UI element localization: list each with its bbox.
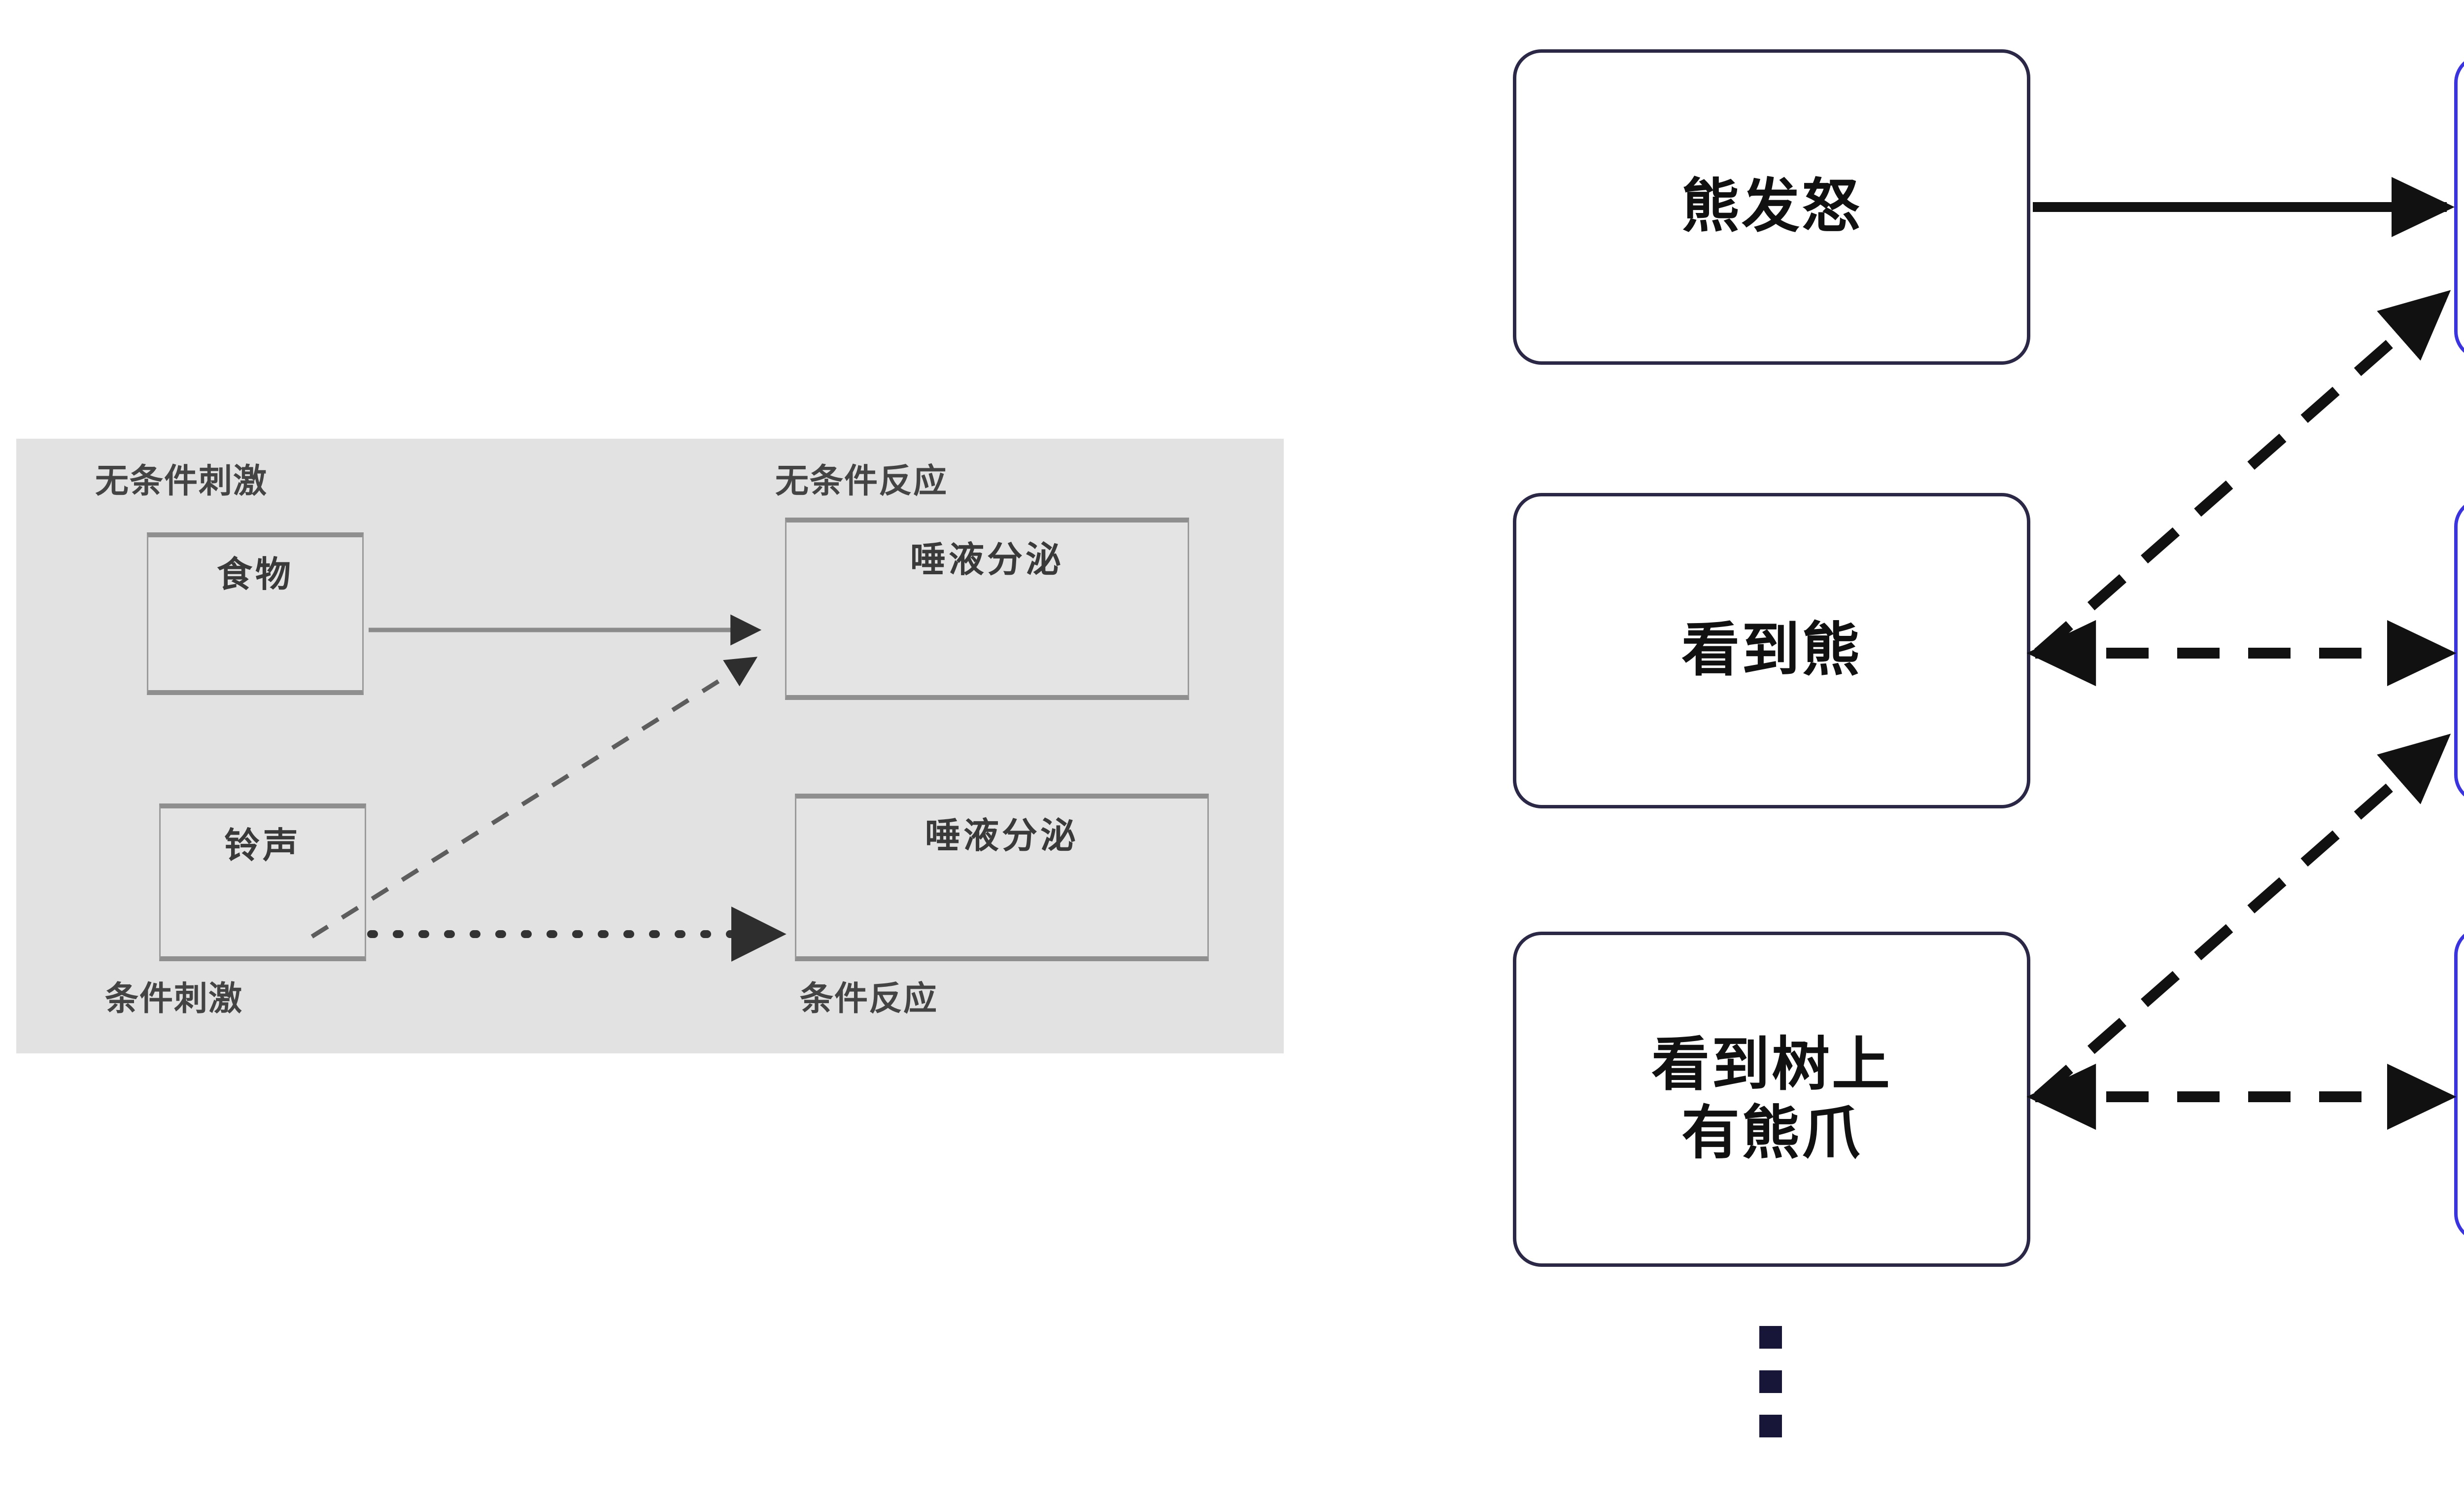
- box-salivation-bottom: 唾液分泌: [795, 794, 1209, 961]
- box-salivation-top: 唾液分泌: [785, 518, 1189, 700]
- ellipsis-dot: [1759, 1326, 1782, 1349]
- caption-unconditioned-stimulus: 无条件刺激: [95, 462, 268, 500]
- node-value-s-prime[interactable]: V(s′): [2454, 498, 2464, 803]
- box-salivation-bottom-label: 唾液分泌: [924, 816, 1079, 856]
- box-food-label: 食物: [216, 555, 294, 594]
- box-bell-label: 铃声: [224, 826, 301, 866]
- edge-see-bear-to-reward: [2034, 290, 2451, 658]
- ellipsis-left-column: [1759, 1326, 1782, 1437]
- node-see-bear-claw-line2: 有熊爪: [1681, 1101, 1862, 1166]
- ellipsis-dot: [1759, 1415, 1782, 1437]
- classical-conditioning-panel: 无条件刺激 无条件反应 条件刺激 条件反应 食物 铃声 唾液分泌 唾液分泌: [16, 439, 1284, 1053]
- node-reward[interactable]: 奖励: [2454, 54, 2464, 360]
- arrow-bell-to-salivation-top: [310, 657, 758, 939]
- caption-unconditioned-response: 无条件反应: [775, 462, 948, 500]
- caption-conditioned-stimulus: 条件刺激: [105, 980, 243, 1017]
- node-bear-angry-label: 熊发怒: [1681, 174, 1862, 240]
- node-value-s[interactable]: V(s): [2454, 927, 2464, 1242]
- node-bear-angry[interactable]: 熊发怒: [1513, 49, 2030, 365]
- node-see-bear-label: 看到熊: [1681, 618, 1862, 683]
- box-food: 食物: [147, 532, 364, 695]
- ellipsis-dot: [1759, 1370, 1782, 1393]
- caption-conditioned-response: 条件反应: [800, 980, 938, 1017]
- node-see-bear-claw-label: 看到树上 有熊爪: [1651, 1031, 1892, 1168]
- node-see-bear[interactable]: 看到熊: [1513, 493, 2030, 808]
- node-see-bear-claw-line1: 看到树上: [1651, 1032, 1892, 1097]
- edge-see-bear-claw-to-value-s-prime: [2034, 733, 2451, 1101]
- classical-conditioning-arrows: [310, 614, 787, 962]
- node-see-bear-claw[interactable]: 看到树上 有熊爪: [1513, 932, 2030, 1267]
- box-bell: 铃声: [159, 803, 366, 961]
- box-salivation-top-label: 唾液分泌: [910, 540, 1064, 580]
